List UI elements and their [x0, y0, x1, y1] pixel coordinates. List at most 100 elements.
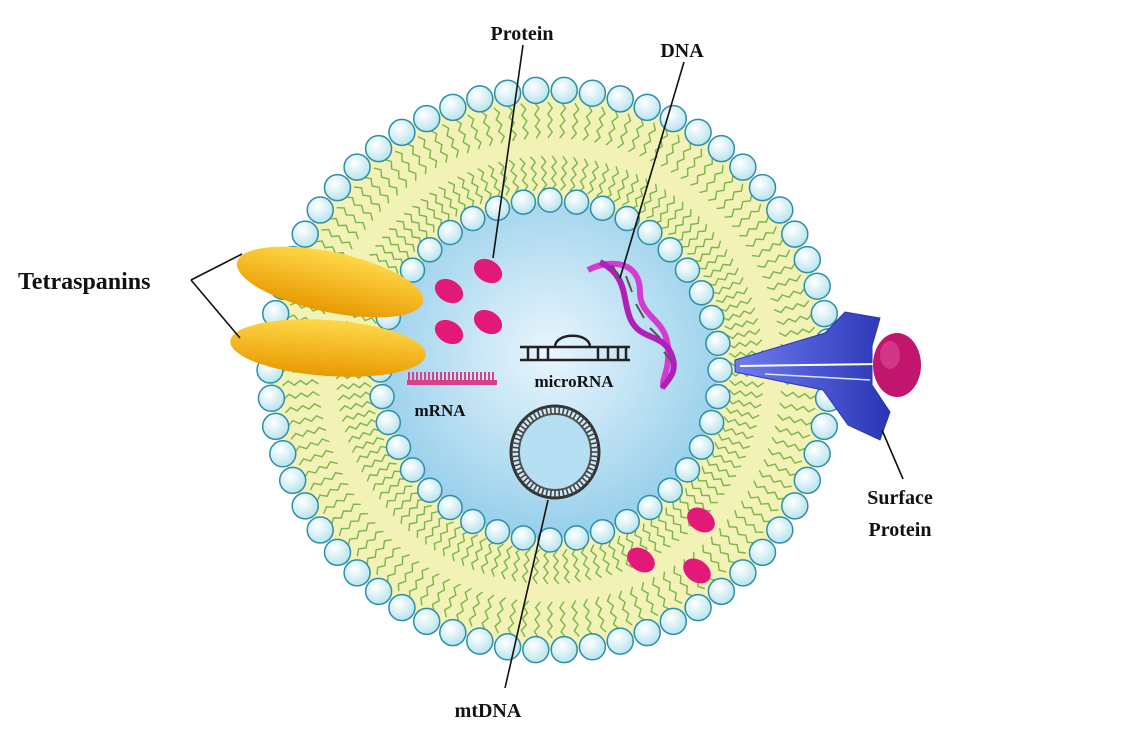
lipid-head — [781, 220, 809, 248]
lipid-head — [385, 434, 412, 460]
protein-spot — [687, 507, 715, 533]
lipid-head — [729, 559, 757, 587]
lipid-head — [589, 195, 616, 222]
lipid-head — [399, 257, 426, 283]
lipid-head — [781, 492, 809, 520]
surface-protein-label-line2: Protein — [869, 519, 932, 541]
lumen — [382, 202, 718, 538]
lipid-head — [343, 153, 371, 181]
protein-spot — [434, 319, 464, 345]
lipid-head — [399, 457, 426, 483]
lipid-head — [460, 205, 486, 232]
lipid-head — [484, 195, 511, 222]
lipid-head — [437, 494, 463, 521]
surface-protein-label-line1: Surface — [867, 487, 933, 509]
lipid-head — [364, 577, 393, 606]
lipid-head — [793, 466, 822, 495]
lipid-head — [705, 383, 731, 410]
lipid-head — [563, 525, 590, 551]
mtdna-label: mtDNA — [455, 700, 522, 722]
lipid-head — [257, 384, 286, 413]
lipid-head — [493, 633, 522, 661]
lipid-head — [707, 357, 733, 383]
protein-label: Protein — [491, 23, 554, 45]
lipid-head — [484, 518, 511, 545]
surface-protein-icon — [734, 311, 921, 441]
lipid-head — [657, 477, 683, 503]
lipid-head — [466, 85, 494, 113]
outer-lipid-heads — [256, 76, 844, 664]
lipid-head — [637, 494, 663, 521]
lipid-head — [688, 434, 715, 460]
lipid-head — [412, 104, 441, 133]
dna-label: DNA — [660, 40, 704, 62]
protein-spot — [434, 278, 464, 304]
lipid-head — [698, 409, 725, 436]
lipid-head — [707, 134, 736, 163]
mrna-label: mRNA — [415, 401, 467, 420]
lipid-head — [633, 93, 661, 122]
protein-spot — [683, 558, 711, 584]
lipid-head — [688, 280, 715, 306]
tetraspanin-icon — [230, 246, 426, 377]
lipid-head — [323, 173, 352, 202]
lipid-head — [810, 299, 839, 328]
lipid-head — [388, 593, 416, 622]
lipid-head — [323, 538, 352, 567]
lipid-head — [606, 85, 634, 113]
lipid-head — [684, 118, 712, 147]
microrna-hairpin-icon — [520, 334, 630, 362]
lipid-head — [578, 633, 607, 661]
lipid-head — [522, 635, 550, 664]
lipid-head — [659, 607, 688, 636]
lipid-head — [563, 189, 590, 215]
lipid-head — [375, 409, 402, 436]
lipid-head — [510, 525, 537, 551]
lipid-head — [437, 219, 463, 246]
lipid-head — [306, 196, 334, 224]
lipid-head — [369, 383, 395, 410]
lipid-head — [707, 577, 736, 606]
protein-spot — [627, 547, 655, 573]
lipid-head — [659, 104, 688, 133]
lipid-head — [748, 173, 777, 202]
lipid-head — [417, 477, 443, 503]
lipid-head — [766, 516, 794, 544]
lipid-head — [537, 187, 563, 213]
microrna-label: microRNA — [535, 372, 615, 391]
lipid-head — [510, 189, 537, 215]
mrna-strand-icon — [407, 372, 497, 385]
lipid-head — [793, 245, 822, 274]
lipid-head — [306, 516, 334, 544]
lipid-head — [614, 508, 640, 535]
lipid-head — [803, 272, 831, 300]
protein-spots — [434, 258, 715, 584]
lipid-head — [729, 153, 757, 181]
lipid-head — [261, 412, 290, 441]
dna-helix-icon — [586, 259, 677, 390]
lipid-head — [589, 518, 616, 545]
lipid-head — [698, 304, 725, 331]
protein-spot — [473, 309, 503, 335]
lipid-head — [803, 440, 831, 468]
lipid-head — [674, 457, 701, 483]
lipid-head — [810, 412, 839, 441]
leader-lines — [190, 44, 904, 689]
lipid-head — [522, 76, 550, 105]
lipid-head — [439, 618, 467, 647]
lipid-head — [657, 237, 683, 263]
lipid-head — [439, 93, 467, 122]
lipid-head — [674, 257, 701, 283]
lipid-head — [343, 559, 371, 587]
lipid-head — [460, 508, 486, 535]
tetraspanins-label: Tetraspanins — [18, 269, 151, 295]
lipid-head — [748, 538, 777, 567]
lipid-head — [417, 237, 443, 263]
lipid-head — [637, 219, 663, 246]
lipid-head — [364, 134, 393, 163]
lipid-head — [578, 79, 607, 107]
lipid-head — [388, 118, 416, 147]
lipid-head — [278, 466, 307, 495]
lipid-head — [705, 330, 731, 357]
